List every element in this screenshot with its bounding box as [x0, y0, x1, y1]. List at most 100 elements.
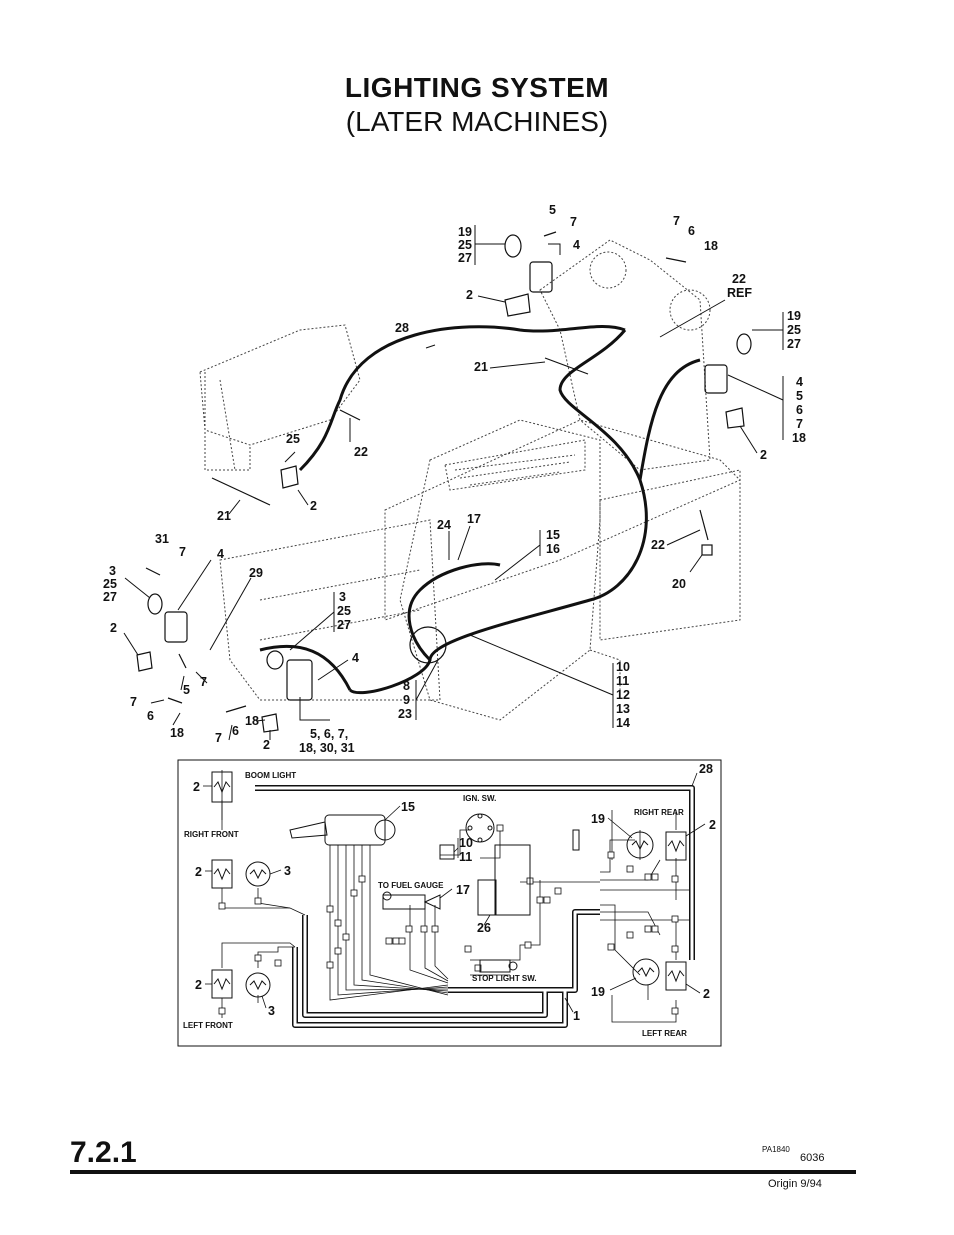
callout: 27	[458, 251, 472, 265]
callout: 7	[215, 731, 222, 745]
callout: 7	[200, 675, 207, 689]
label-left-rear: LEFT REAR	[642, 1029, 687, 1038]
callout: 2	[193, 780, 200, 794]
wiring-schematic: BOOM LIGHT IGN. SW. RIGHT REAR RIGHT FRO…	[177, 759, 722, 1047]
callout: 25	[458, 238, 472, 252]
callout: 28	[699, 762, 713, 776]
callout: 17	[467, 512, 481, 526]
page-number: 6036	[800, 1152, 825, 1164]
callout: 18	[792, 431, 806, 445]
drawing-reference: PA1840	[762, 1145, 790, 1154]
callout: 3	[339, 590, 346, 604]
callout: 4	[352, 651, 359, 665]
label-left-front: LEFT FRONT	[183, 1021, 233, 1030]
callout: 22	[651, 538, 665, 552]
callout: 25	[337, 604, 351, 618]
callout: 6	[688, 224, 695, 238]
schematic-labels: BOOM LIGHT IGN. SW. RIGHT REAR RIGHT FRO…	[183, 771, 687, 1038]
callout: 3	[268, 1004, 275, 1018]
callout: 12	[616, 688, 630, 702]
callout: 22	[732, 272, 746, 286]
label-stop-light-sw: STOP LIGHT SW.	[472, 974, 537, 983]
callout: 19	[591, 812, 605, 826]
callout: 20	[672, 577, 686, 591]
callout: 10	[616, 660, 630, 674]
schematic-harness-fill	[255, 786, 694, 1027]
callout: 18	[704, 239, 718, 253]
callout: 2	[703, 987, 710, 1001]
callout: 2	[263, 738, 270, 752]
footer-rule	[70, 1170, 856, 1174]
callout: 9	[403, 693, 410, 707]
callout: 18	[245, 714, 259, 728]
callout: 15	[401, 800, 415, 814]
exploded-callouts: 5 7 19 25 27 4 7 6 18 22 REF 2 28 19 25 …	[103, 203, 806, 755]
callout: 7	[179, 545, 186, 559]
callout: 4	[573, 238, 580, 252]
callout: 10	[459, 836, 473, 850]
page-subtitle: (LATER MACHINES)	[345, 106, 609, 137]
callout: 1	[573, 1009, 580, 1023]
callout: 2	[310, 499, 317, 513]
callout: 28	[395, 321, 409, 335]
exploded-parts	[136, 231, 752, 733]
callout: 27	[337, 618, 351, 632]
callout: 2	[110, 621, 117, 635]
callout: 22	[354, 445, 368, 459]
callout: 5	[549, 203, 556, 217]
callout: 23	[398, 707, 412, 721]
wire-harness	[259, 324, 701, 695]
label-boom-light: BOOM LIGHT	[245, 771, 296, 780]
callout: 14	[616, 716, 630, 730]
callout: REF	[727, 286, 752, 300]
section-number: 7.2.1	[70, 1136, 137, 1169]
callout: 31	[155, 532, 169, 546]
callout: 19	[787, 309, 801, 323]
callout: 15	[546, 528, 560, 542]
callout: 11	[616, 674, 629, 688]
page-title: LIGHTING SYSTEM	[344, 72, 610, 103]
label-right-rear: RIGHT REAR	[634, 808, 684, 817]
leader-lines	[123, 225, 784, 741]
switch-symbols	[289, 813, 580, 973]
callout: 17	[456, 883, 470, 897]
callout: 5	[796, 389, 803, 403]
callout: 2	[466, 288, 473, 302]
callout: 5	[183, 683, 190, 697]
lamp-symbols	[211, 771, 687, 999]
machine-frame-drawing	[199, 239, 741, 721]
callout: 21	[217, 509, 231, 523]
callout: 16	[546, 542, 560, 556]
callout: 2	[195, 978, 202, 992]
callout: 19	[458, 225, 472, 239]
callout: 27	[787, 337, 801, 351]
callout: 19	[591, 985, 605, 999]
callout: 3	[109, 564, 116, 578]
callout: 21	[474, 360, 488, 374]
label-to-fuel-gauge: TO FUEL GAUGE	[378, 881, 444, 890]
callout: 8	[403, 679, 410, 693]
callout: 3	[284, 864, 291, 878]
callout: 2	[195, 865, 202, 879]
callout: 7	[570, 215, 577, 229]
callout: 5, 6, 7,	[310, 727, 348, 741]
callout: 4	[796, 375, 803, 389]
callout: 2	[760, 448, 767, 462]
callout: 6	[232, 724, 239, 738]
callout: 18, 30, 31	[299, 741, 355, 755]
schematic-callouts: 28 2 15 19 2 10 11 2 3 17 26 2 3 19 2 1	[193, 762, 716, 1023]
callout: 26	[477, 921, 491, 935]
callout: 25	[103, 577, 117, 591]
connectors	[218, 824, 679, 1015]
callout: 11	[459, 850, 472, 864]
callout: 29	[249, 566, 263, 580]
callout: 13	[616, 702, 630, 716]
callout: 18	[170, 726, 184, 740]
callout: 4	[217, 547, 224, 561]
label-right-front: RIGHT FRONT	[184, 830, 239, 839]
origin-date: Origin 9/94	[768, 1178, 822, 1190]
label-ign-sw: IGN. SW.	[463, 794, 496, 803]
callout: 7	[130, 695, 137, 709]
